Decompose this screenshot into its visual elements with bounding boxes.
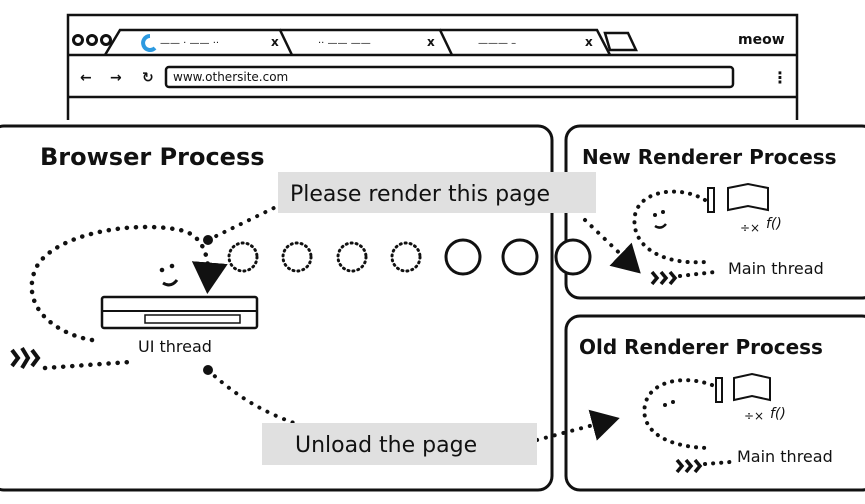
address-bar[interactable] xyxy=(164,65,735,89)
ipc-messages xyxy=(227,238,592,276)
function-icon: f() xyxy=(766,216,782,232)
forward-icon[interactable]: → xyxy=(110,70,122,86)
pencil-icon xyxy=(715,377,723,403)
unload-request-label: Unload the page xyxy=(295,433,477,458)
start-dot xyxy=(203,235,213,245)
tab-title: —— · —— ·· xyxy=(160,38,219,49)
new-renderer-character: ÷× f() xyxy=(632,182,782,286)
connector-arrows xyxy=(206,203,641,442)
browser-process-title: Browser Process xyxy=(40,143,265,171)
back-icon[interactable]: ← xyxy=(80,70,92,86)
reload-icon[interactable]: ↻ xyxy=(142,70,154,86)
browser-process-box xyxy=(0,124,554,492)
render-request-label: Please render this page xyxy=(290,182,550,207)
menu-icon[interactable]: ⋮ xyxy=(772,68,788,87)
unload-request-label-bg xyxy=(262,423,537,465)
function-icon: f() xyxy=(770,406,786,422)
url-text: www.othersite.com xyxy=(173,70,288,84)
old-renderer-character: ÷× f() xyxy=(642,372,786,474)
new-renderer-title: New Renderer Process xyxy=(582,145,837,169)
book-icon xyxy=(733,372,771,402)
old-renderer-thread-label: Main thread xyxy=(737,447,833,466)
mini-browser-icon xyxy=(100,295,259,330)
window-controls[interactable] xyxy=(72,34,112,46)
browser-window xyxy=(66,13,799,120)
book-icon xyxy=(727,182,769,212)
close-tab-icon[interactable]: x xyxy=(585,35,593,49)
old-renderer-title: Old Renderer Process xyxy=(579,335,823,359)
tab-1[interactable]: —— · —— ·· x xyxy=(103,28,294,56)
tab-title: ——— – xyxy=(478,38,516,49)
profile-label: meow xyxy=(738,32,785,48)
math-icon: ÷× xyxy=(744,409,764,423)
tab-2[interactable]: ·· —— —— x xyxy=(280,28,454,56)
loading-spinner-icon xyxy=(141,34,157,52)
tab-3[interactable]: ——— – x xyxy=(440,28,612,56)
close-tab-icon[interactable]: x xyxy=(271,35,279,49)
ui-thread-character xyxy=(10,224,259,371)
ui-thread-label: UI thread xyxy=(138,337,212,356)
new-renderer-thread-label: Main thread xyxy=(728,259,824,278)
start-dot xyxy=(203,365,213,375)
tab-title: ·· —— —— xyxy=(318,38,371,49)
close-tab-icon[interactable]: x xyxy=(427,35,435,49)
render-request-label-bg xyxy=(278,172,596,213)
pencil-icon xyxy=(707,187,715,213)
math-icon: ÷× xyxy=(740,221,760,235)
new-tab-button[interactable] xyxy=(603,31,638,52)
